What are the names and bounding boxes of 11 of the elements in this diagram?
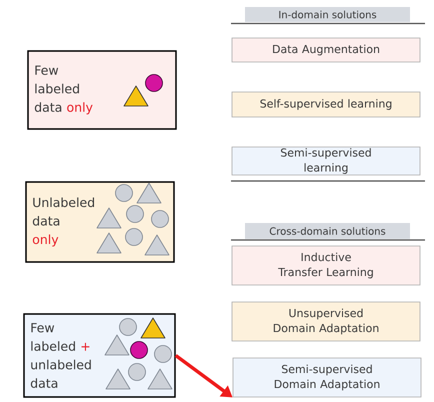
section-header: In-domain solutions bbox=[245, 7, 410, 22]
solution-box: Data Augmentation bbox=[232, 38, 420, 62]
box-label: Few labeled data only bbox=[34, 66, 93, 114]
box-label: Unlabeled data only bbox=[32, 197, 94, 247]
section-header: Cross-domain solutions bbox=[245, 223, 410, 239]
solution-box: Self-supervised learning bbox=[232, 92, 420, 118]
solution-box: Semi-supervised learning bbox=[232, 146, 420, 176]
solution-box: Semi-supervised Domain Adaptation bbox=[232, 358, 422, 398]
box-label: Few labeled + unlabeled data bbox=[30, 323, 91, 388]
solution-box: Unsupervised Domain Adaptation bbox=[232, 302, 420, 342]
solution-box: Inductive Transfer Learning bbox=[232, 246, 420, 286]
